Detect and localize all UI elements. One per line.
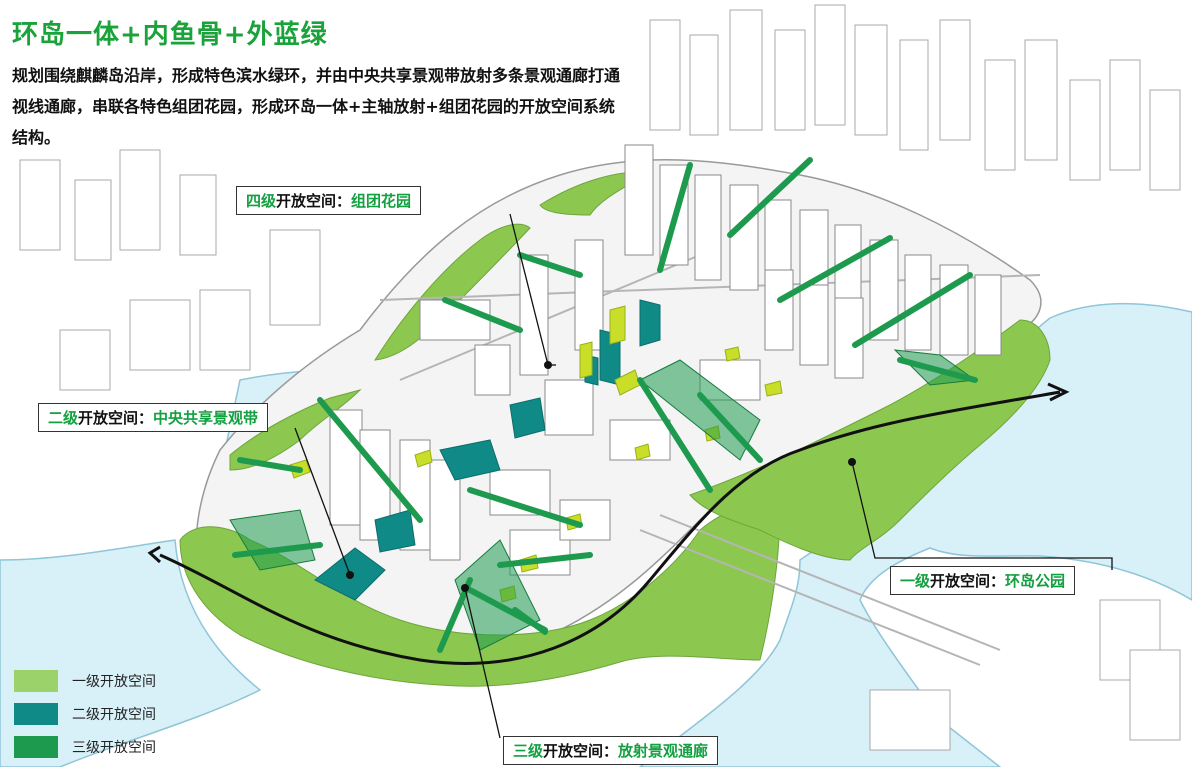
- page-description: 规划围绕麒麟岛沿岸，形成特色滨水绿环，并由中央共享景观带放射多条景观通廊打通视线…: [12, 66, 621, 147]
- page-title: 环岛一体+内鱼骨+外蓝绿: [12, 20, 328, 50]
- callout-level4: 四级开放空间：组团花园: [236, 186, 422, 215]
- background-buildings: [19, 4, 1181, 751]
- island-buildings: [329, 144, 1002, 576]
- legend-swatch: [14, 703, 58, 725]
- route-arrow-east: [1047, 382, 1070, 402]
- park-north: [539, 171, 652, 216]
- water-left: [0, 539, 262, 767]
- legend-item-level3: 三级开放空间: [14, 734, 156, 760]
- legend: 一级开放空间 二级开放空间 三级开放空间: [14, 668, 156, 767]
- leader-dots: [346, 361, 856, 592]
- callout-level2: 二级开放空间：中央共享景观带: [38, 403, 269, 432]
- corridor-arrows: [232, 157, 978, 653]
- callout-level3: 三级开放空间：放射景观通廊: [503, 736, 719, 765]
- legend-swatch: [14, 670, 58, 692]
- legend-label: 二级开放空间: [72, 707, 156, 723]
- legend-label: 三级开放空间: [72, 740, 156, 756]
- legend-swatch: [14, 736, 58, 758]
- legend-item-level1: 一级开放空间: [14, 668, 156, 694]
- route-arrow-west: [147, 545, 162, 564]
- park-loop-route: [159, 390, 1061, 665]
- callout-level1: 一级开放空间：环岛公园: [890, 566, 1076, 595]
- legend-item-level2: 二级开放空间: [14, 701, 156, 727]
- leader-lines: [294, 213, 1113, 739]
- legend-label: 一级开放空间: [72, 674, 156, 690]
- central-spine: [314, 299, 661, 601]
